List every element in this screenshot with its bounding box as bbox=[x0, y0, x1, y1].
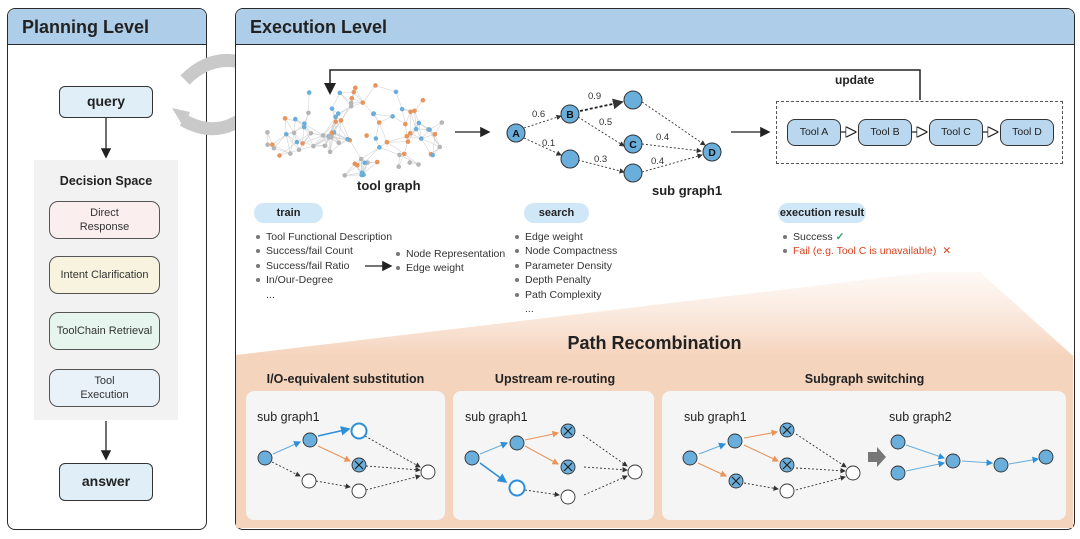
fail-item: Fail (e.g. Tool C is unavailable) ✕ bbox=[783, 244, 951, 258]
tool-graph-label: tool graph bbox=[357, 178, 421, 193]
card1-graph-label: sub graph1 bbox=[257, 410, 320, 424]
train-list: Tool Functional Description Success/fail… bbox=[256, 230, 392, 302]
search-tag: search bbox=[524, 203, 589, 223]
option-label: Intent Clarification bbox=[60, 268, 149, 281]
section-title-io: I/O-equivalent substitution bbox=[266, 372, 425, 386]
list-item: Depth Penalty bbox=[515, 273, 617, 287]
execution-result-tag: execution result bbox=[778, 203, 866, 223]
train-output-list: Node Representation Edge weight bbox=[396, 247, 505, 276]
list-item: Path Complexity bbox=[515, 288, 617, 302]
list-item: Parameter Density bbox=[515, 259, 617, 273]
tool-chain-box bbox=[776, 101, 1063, 164]
query-box: query bbox=[59, 86, 153, 118]
recombination-title: Path Recombination bbox=[567, 333, 742, 353]
tool-b: Tool B bbox=[858, 119, 912, 146]
execution-title: Execution Level bbox=[236, 9, 1074, 45]
tool-d: Tool D bbox=[1000, 119, 1054, 146]
list-item: ... bbox=[525, 303, 534, 316]
list-item: Edge weight bbox=[515, 230, 617, 244]
success-item: Success ✓ bbox=[783, 230, 951, 244]
card-subgraph-switching bbox=[662, 391, 1066, 520]
list-item: Node Representation bbox=[396, 247, 505, 261]
card2-graph-label: sub graph1 bbox=[465, 410, 528, 424]
list-item: Success/fail Ratio bbox=[256, 259, 392, 273]
option-label: Response bbox=[79, 221, 130, 233]
sub-graph-label: sub graph1 bbox=[652, 183, 723, 198]
cross-icon: ✕ bbox=[942, 245, 952, 258]
answer-box: answer bbox=[59, 463, 153, 501]
train-tag: train bbox=[254, 203, 323, 223]
list-item: Success/fail Count bbox=[256, 244, 392, 258]
planning-title: Planning Level bbox=[8, 9, 206, 45]
update-label: update bbox=[835, 73, 875, 87]
result-list: Success ✓ Fail (e.g. Tool C is unavailab… bbox=[783, 230, 951, 259]
search-list: Edge weight Node Compactness Parameter D… bbox=[515, 230, 617, 316]
list-item: Tool Functional Description bbox=[256, 230, 392, 244]
option-label: Tool bbox=[94, 374, 115, 387]
decision-space-title: Decision Space bbox=[59, 174, 153, 188]
section-title-subgraph: Subgraph switching bbox=[804, 372, 925, 386]
option-intent-clarification: Intent Clarification bbox=[49, 256, 160, 294]
card3-graph1-label: sub graph1 bbox=[684, 410, 747, 424]
option-label: Direct bbox=[90, 206, 119, 219]
list-item: Node Compactness bbox=[515, 244, 617, 258]
tool-c: Tool C bbox=[929, 119, 983, 146]
list-item: ... bbox=[266, 288, 275, 301]
fail-label: Fail (e.g. Tool C is unavailable) bbox=[793, 245, 937, 258]
list-item: In/Our-Degree bbox=[256, 273, 392, 287]
success-label: Success bbox=[793, 231, 833, 243]
option-label: ToolChain Retrieval bbox=[56, 324, 153, 337]
check-icon: ✓ bbox=[835, 231, 845, 243]
tool-a: Tool A bbox=[787, 119, 841, 146]
card3-graph2-label: sub graph2 bbox=[889, 410, 952, 424]
section-title-upstream: Upstream re-routing bbox=[494, 372, 616, 386]
list-item: Edge weight bbox=[396, 261, 505, 275]
option-toolchain-retrieval: ToolChain Retrieval bbox=[49, 312, 160, 350]
option-label: Execution bbox=[80, 389, 129, 401]
